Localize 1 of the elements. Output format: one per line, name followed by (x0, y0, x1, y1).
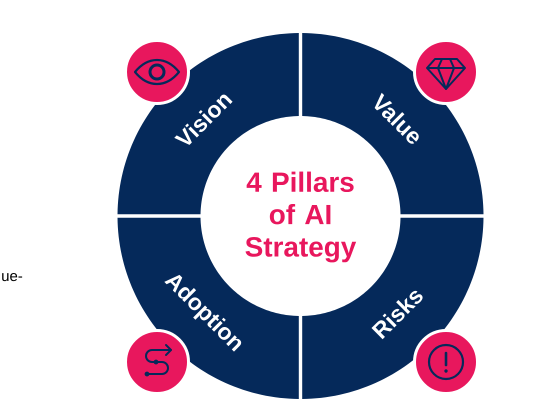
partial-text: ue- (2, 272, 22, 282)
